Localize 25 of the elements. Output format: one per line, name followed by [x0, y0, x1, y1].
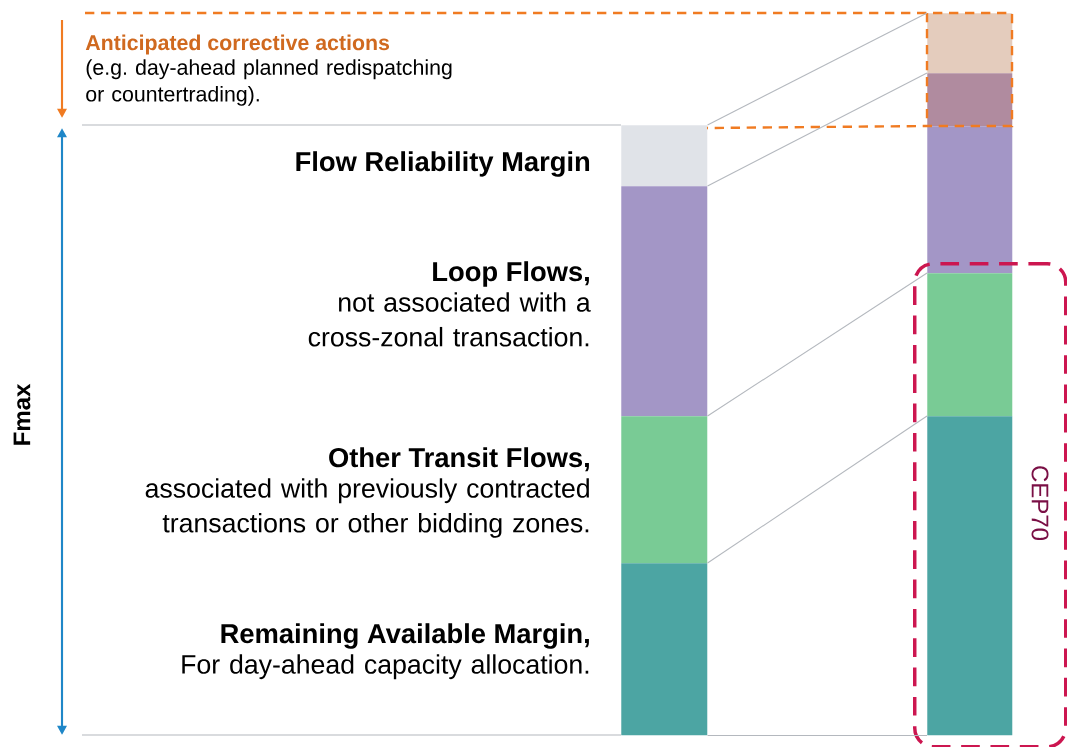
bar-segment — [927, 13, 1013, 74]
bar-segment — [621, 416, 708, 564]
segment-description: not associated with a cross-zonal transaction. — [308, 292, 591, 347]
bar-segment — [621, 186, 708, 417]
connector-line — [707, 72, 928, 187]
segment-heading: Flow Reliability Margin — [296, 151, 590, 177]
bar-segment — [621, 125, 708, 187]
bar-segment — [927, 73, 1013, 127]
connector-line — [707, 735, 928, 737]
segment-heading: Other Transit Flows, — [329, 447, 589, 472]
connector-line — [707, 272, 928, 417]
segment-description: For day-ahead capacity allocation. — [182, 654, 589, 680]
frame-label: CEP70 — [1031, 466, 1049, 541]
segment-description: associated with previously contracted transactions or other bidding zones. — [145, 478, 589, 538]
bar-segment — [927, 416, 1013, 736]
connector-line — [707, 12, 928, 126]
segment-heading: Loop Flows, — [433, 261, 589, 287]
bar-segment — [927, 273, 1013, 417]
axis-label: Fmax — [13, 383, 31, 445]
annotation-text: (e.g. day-ahead planned redispatching or countertrading). — [86, 59, 452, 106]
bar-segment — [927, 126, 1013, 274]
segment-heading: Remaining Available Margin, — [221, 623, 589, 649]
connector-line — [707, 415, 928, 564]
bar-segment — [621, 563, 708, 736]
annotation-heading: Anticipated corrective actions — [85, 34, 390, 55]
